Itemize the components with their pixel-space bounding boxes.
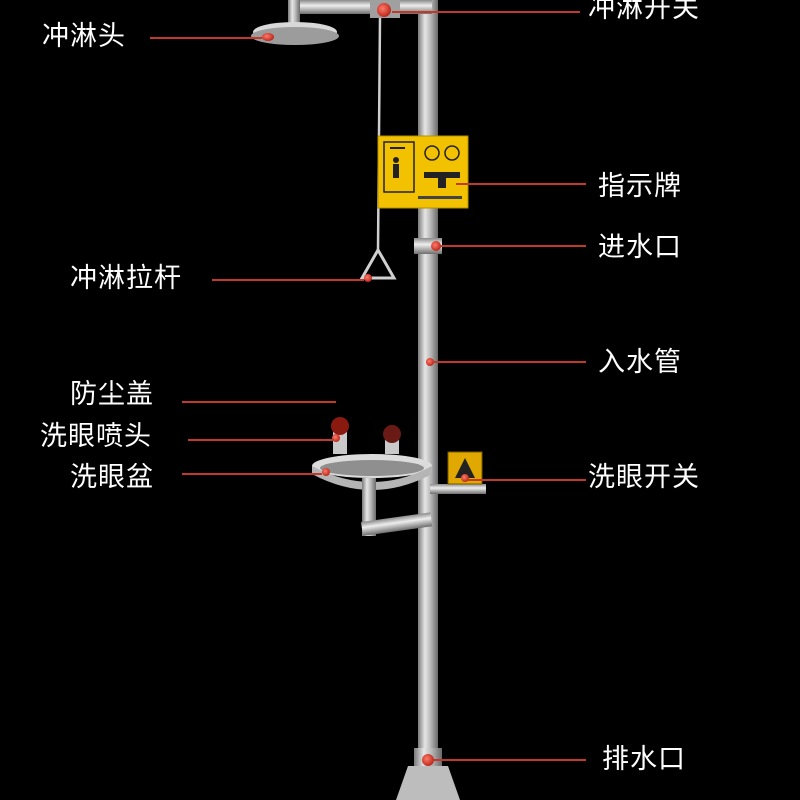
shower-switch [370,0,400,18]
shower-head [251,22,339,45]
label-shower-switch: 冲淋开关 [588,0,700,24]
pull-rod-chain [376,17,382,251]
sign-board [377,135,469,209]
label-sign: 指示牌 [598,171,682,202]
label-water-inlet-pipe: 入水管 [598,347,682,378]
pull-rod-triangle [359,246,397,280]
label-dust-cover: 防尘盖 [70,379,154,410]
leader-lines [150,11,586,761]
label-eyewash-switch: 洗眼开关 [588,462,700,493]
eyewash-switch [430,451,486,494]
eyewash-basin [312,454,432,490]
base-drain [396,748,460,800]
label-eyewash-nozzle: 洗眼喷头 [40,421,152,452]
label-water-inlet: 进水口 [598,232,682,263]
main-pipe [418,0,438,765]
label-shower-head: 冲淋头 [42,21,126,52]
eyewash-nozzles [331,417,401,454]
label-eyewash-basin: 洗眼盆 [70,462,154,493]
label-drain-outlet: 排水口 [602,744,686,775]
label-shower-pull-rod: 冲淋拉杆 [70,263,182,294]
